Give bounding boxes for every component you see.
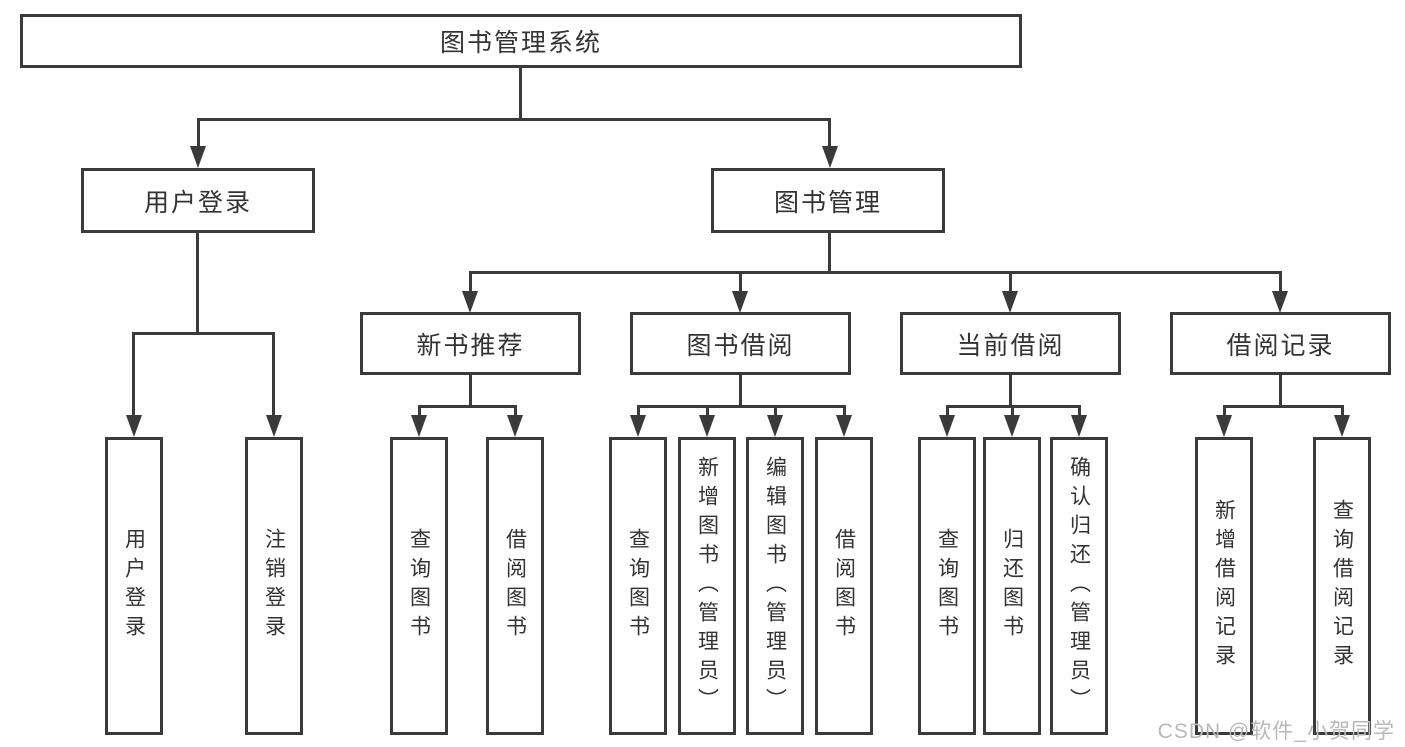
leaf-add-borrow-record: 新增借阅记录 bbox=[1195, 437, 1253, 735]
arrowhead-down-icon bbox=[630, 415, 646, 437]
leaf-query-books-current: 查询图书 bbox=[918, 437, 976, 735]
leaf-label: 新增图书（管理员） bbox=[695, 455, 719, 717]
leaf-return-books: 归还图书 bbox=[983, 437, 1041, 735]
connector-vline bbox=[637, 407, 640, 418]
connector-hline bbox=[1223, 405, 1344, 408]
leaf-label: 查询图书 bbox=[407, 528, 431, 644]
leaf-query-books-recommend: 查询图书 bbox=[390, 437, 448, 735]
leaf-label: 查询图书 bbox=[935, 528, 959, 644]
arrowhead-down-icon bbox=[836, 415, 852, 437]
connector-vline bbox=[1341, 407, 1344, 418]
connector-vline bbox=[739, 373, 742, 408]
arrowhead-down-icon bbox=[732, 291, 748, 313]
connector-vline bbox=[418, 407, 421, 418]
node-borrow-records: 借阅记录 bbox=[1170, 312, 1391, 375]
leaf-label: 注销登录 bbox=[262, 528, 286, 644]
arrowhead-down-icon bbox=[1071, 415, 1087, 437]
leaf-add-book-admin: 新增图书（管理员） bbox=[678, 437, 736, 735]
connector-vline bbox=[1078, 407, 1081, 418]
leaf-logout: 注销登录 bbox=[245, 437, 303, 735]
node-label: 图书管理 bbox=[773, 188, 882, 217]
leaf-confirm-return-admin: 确认归还（管理员） bbox=[1050, 437, 1108, 735]
arrowhead-down-icon bbox=[507, 415, 523, 437]
arrowhead-down-icon bbox=[462, 291, 478, 313]
arrowhead-down-icon bbox=[699, 415, 715, 437]
connector-vline bbox=[469, 273, 472, 293]
node-current-borrow: 当前借阅 bbox=[900, 312, 1121, 375]
node-label: 图书管理系统 bbox=[439, 29, 602, 57]
leaf-label: 查询图书 bbox=[626, 528, 650, 644]
connector-vline bbox=[272, 334, 275, 417]
arrowhead-down-icon bbox=[126, 415, 142, 437]
connector-hline bbox=[197, 118, 831, 121]
arrowhead-down-icon bbox=[190, 146, 206, 168]
leaf-label: 编辑图书（管理员） bbox=[763, 455, 787, 717]
arrowhead-down-icon bbox=[266, 415, 282, 437]
arrowhead-down-icon bbox=[822, 146, 838, 168]
node-new-book-recommend: 新书推荐 bbox=[360, 312, 581, 375]
connector-hline bbox=[132, 332, 275, 335]
connector-vline bbox=[514, 407, 517, 418]
node-user-login: 用户登录 bbox=[81, 168, 315, 233]
csdn-watermark: CSDN @软件_小贺同学 bbox=[1157, 720, 1395, 743]
arrowhead-down-icon bbox=[939, 415, 955, 437]
connector-vline bbox=[197, 120, 200, 148]
connector-vline bbox=[843, 407, 846, 418]
node-library-management-system: 图书管理系统 bbox=[20, 14, 1022, 68]
leaf-query-books-borrow: 查询图书 bbox=[609, 437, 667, 735]
leaf-label: 查询借阅记录 bbox=[1330, 499, 1354, 673]
connector-vline bbox=[828, 120, 831, 148]
leaf-label: 归还图书 bbox=[1000, 528, 1024, 644]
connector-hline bbox=[418, 405, 517, 408]
connector-vline bbox=[739, 273, 742, 293]
leaf-borrow-books-recommend: 借阅图书 bbox=[486, 437, 544, 735]
connector-vline bbox=[1009, 273, 1012, 293]
connector-vline bbox=[1279, 373, 1282, 408]
connector-vline bbox=[1009, 373, 1012, 408]
connector-hline bbox=[946, 405, 1081, 408]
connector-hline bbox=[637, 405, 846, 408]
connector-vline bbox=[519, 66, 522, 120]
node-label: 当前借阅 bbox=[956, 331, 1065, 360]
leaf-label: 确认归还（管理员） bbox=[1067, 455, 1091, 717]
arrowhead-down-icon bbox=[411, 415, 427, 437]
connector-vline bbox=[196, 231, 199, 335]
node-book-borrow: 图书借阅 bbox=[630, 312, 851, 375]
connector-vline bbox=[469, 373, 472, 408]
connector-vline bbox=[946, 407, 949, 418]
arrowhead-down-icon bbox=[1272, 291, 1288, 313]
leaf-label: 借阅图书 bbox=[832, 528, 856, 644]
leaf-label: 借阅图书 bbox=[503, 528, 527, 644]
leaf-edit-book-admin: 编辑图书（管理员） bbox=[746, 437, 804, 735]
arrowhead-down-icon bbox=[767, 415, 783, 437]
node-label: 图书借阅 bbox=[686, 331, 795, 360]
node-book-management: 图书管理 bbox=[711, 168, 945, 233]
arrowhead-down-icon bbox=[1216, 415, 1232, 437]
connector-hline bbox=[469, 271, 1282, 274]
leaf-label: 新增借阅记录 bbox=[1212, 499, 1236, 673]
connector-vline bbox=[828, 231, 831, 274]
connector-vline bbox=[1223, 407, 1226, 418]
node-label: 新书推荐 bbox=[416, 331, 525, 360]
connector-vline bbox=[774, 407, 777, 418]
connector-vline bbox=[1279, 273, 1282, 293]
leaf-label: 用户登录 bbox=[122, 528, 146, 644]
connector-vline bbox=[1011, 407, 1014, 418]
leaf-query-borrow-record: 查询借阅记录 bbox=[1313, 437, 1371, 735]
leaf-borrow-books: 借阅图书 bbox=[815, 437, 873, 735]
arrowhead-down-icon bbox=[1334, 415, 1350, 437]
connector-vline bbox=[132, 334, 135, 417]
node-label: 借阅记录 bbox=[1226, 331, 1335, 360]
arrowhead-down-icon bbox=[1004, 415, 1020, 437]
arrowhead-down-icon bbox=[1002, 291, 1018, 313]
node-label: 用户登录 bbox=[143, 188, 252, 217]
leaf-user-login: 用户登录 bbox=[105, 437, 163, 735]
connector-vline bbox=[706, 407, 709, 418]
